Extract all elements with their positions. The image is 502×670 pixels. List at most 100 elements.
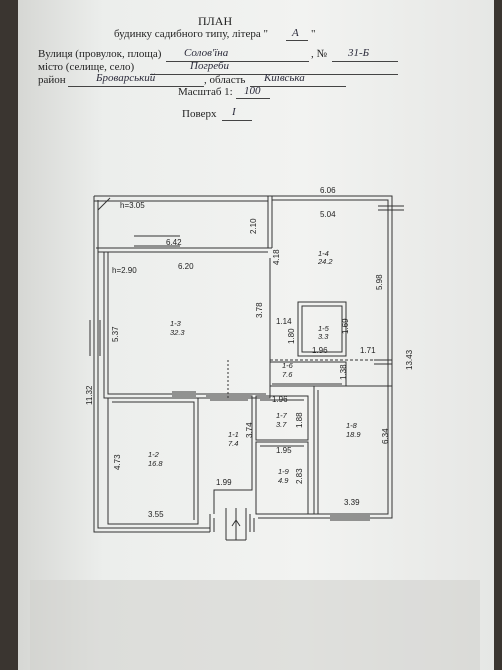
room-16-label: 1-6 7.6	[282, 361, 294, 379]
svg-text:7.4: 7.4	[228, 439, 238, 448]
dim-1132: 11.32	[85, 385, 94, 405]
subtitle-letter: А	[292, 27, 299, 39]
svg-text:16.8: 16.8	[148, 459, 163, 468]
svg-text:1-4: 1-4	[318, 249, 329, 258]
room-17-label: 1-7 3.7	[276, 411, 288, 429]
dim-196b: 1.96	[272, 395, 288, 404]
room-11-walls	[206, 395, 253, 514]
number-value: 31-Б	[348, 47, 370, 59]
window-bottom-right	[330, 515, 370, 521]
wall-right	[268, 195, 393, 519]
svg-text:1-9: 1-9	[278, 467, 290, 476]
dim-169: 1.69	[341, 318, 350, 334]
svg-text:1-7: 1-7	[276, 411, 288, 420]
wall-corridor	[96, 247, 272, 253]
svg-text:7.6: 7.6	[282, 370, 293, 379]
svg-text:1-3: 1-3	[170, 319, 182, 328]
number-underline	[332, 61, 398, 62]
dim-h-top: h=3.05	[120, 201, 145, 210]
scale-label: Масштаб 1:	[178, 86, 233, 98]
entrance-arrow	[231, 519, 241, 527]
window-bottom-left	[130, 527, 168, 533]
dim-210: 2.10	[249, 218, 258, 234]
svg-text:1-2: 1-2	[148, 450, 160, 459]
dim-top-left-inner: 6.20	[178, 262, 194, 271]
floor-value: I	[232, 106, 236, 118]
street-underline	[166, 61, 309, 62]
window-inner	[172, 391, 196, 397]
room-15-label: 1-5 3.3	[318, 324, 330, 341]
room-18-label: 1-8 18.9	[346, 421, 361, 439]
dim-378: 3.78	[255, 302, 264, 318]
dim-339: 3.39	[344, 498, 360, 507]
street-value: Солов'їна	[184, 47, 229, 59]
room-16-walls	[270, 361, 347, 387]
dim-top-right-outer: 6.06	[320, 186, 336, 195]
letter-underline	[286, 40, 308, 41]
sheet-shadow	[30, 580, 480, 670]
dim-196a: 1.96	[312, 346, 328, 355]
dim-195: 1.95	[276, 446, 292, 455]
svg-text:32.3: 32.3	[170, 328, 185, 337]
room-15-walls	[297, 301, 347, 357]
document-sheet	[18, 0, 494, 670]
district-value: Броварський	[96, 72, 156, 84]
page-title: ПЛАН	[198, 14, 233, 28]
svg-text:1-8: 1-8	[346, 421, 358, 430]
corner-mark	[97, 197, 111, 211]
district-label: район	[38, 74, 66, 86]
dim-top-left-outer: 6.42	[166, 238, 182, 247]
dim-634: 6.34	[381, 428, 390, 444]
dim-355: 3.55	[148, 510, 164, 519]
city-underline	[150, 74, 398, 75]
dim-473: 4.73	[113, 454, 122, 470]
svg-text:1-5: 1-5	[318, 324, 330, 333]
room-18-walls	[313, 385, 392, 514]
subtitle-quote: "	[311, 28, 316, 40]
wall-bottom	[209, 513, 346, 532]
svg-text:24.2: 24.2	[317, 257, 333, 266]
room-13-label: 1-3 32.3	[170, 319, 185, 337]
dim-138: 1.38	[339, 364, 348, 380]
dim-h-main: h=2.90	[112, 266, 137, 275]
oblast-value: Київська	[264, 72, 305, 84]
window-left	[89, 320, 101, 356]
dim-171: 1.71	[360, 346, 376, 355]
dim-180: 1.80	[287, 328, 296, 344]
entrance-steps	[225, 508, 247, 541]
svg-text:1-1: 1-1	[228, 430, 239, 439]
room-17-walls	[255, 395, 309, 441]
scale-underline	[236, 98, 270, 99]
floor-label: Поверх	[182, 108, 217, 120]
dim-1343: 13.43	[405, 349, 414, 370]
dim-374: 3.74	[245, 422, 254, 438]
dim-537: 5.37	[111, 326, 120, 342]
dim-114: 1.14	[276, 317, 292, 326]
window-right-mid	[374, 359, 392, 365]
city-label: місто (селище, село)	[38, 61, 135, 73]
svg-text:18.9: 18.9	[346, 430, 361, 439]
wall-top-left	[94, 195, 268, 202]
subtitle-text: будинку садибного типу, літера "	[114, 28, 268, 40]
room-12-walls	[107, 397, 199, 525]
oblast-label: , область	[204, 74, 246, 86]
dim-188: 1.88	[295, 412, 304, 428]
room-19-walls	[255, 441, 309, 515]
street-label: Вулиця (провулок, площа)	[38, 48, 162, 60]
svg-text:1-6: 1-6	[282, 361, 294, 370]
dim-top-right-inner: 5.04	[320, 210, 336, 219]
scale-value: 100	[244, 85, 261, 97]
wall-step	[267, 196, 273, 248]
oblast-underline	[250, 86, 346, 87]
district-underline	[68, 86, 204, 87]
city-value: Погреби	[190, 60, 230, 72]
svg-text:4.9: 4.9	[278, 476, 289, 485]
svg-text:3.3: 3.3	[318, 332, 329, 341]
window-right-top	[378, 205, 404, 211]
room-14-label: 1-4 24.2	[317, 249, 333, 266]
window-top	[134, 235, 180, 247]
wall-left	[93, 196, 210, 533]
dim-283: 2.83	[295, 468, 304, 484]
number-label: , №	[311, 48, 327, 60]
